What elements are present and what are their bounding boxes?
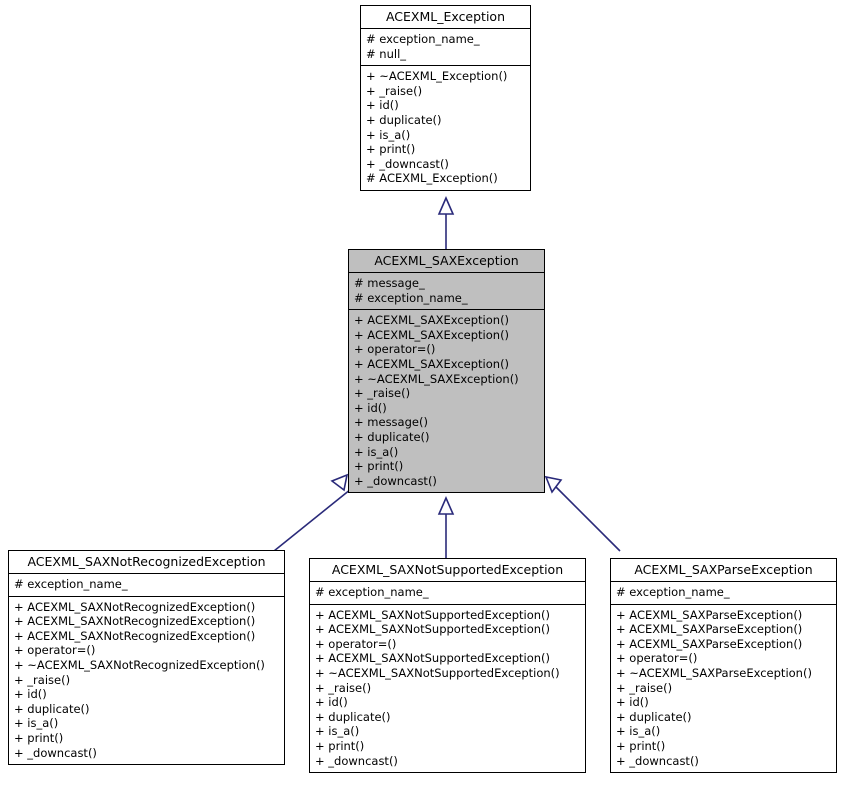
class-operation: + is_a() <box>14 716 59 731</box>
class-divider <box>361 28 530 29</box>
class-box-acexml-saxparseexception[interactable]: ACEXML_SAXParseException # exception_nam… <box>610 558 837 774</box>
class-operation: + print() <box>354 459 404 474</box>
class-operation: + ~ACEXML_SAXException() <box>354 371 519 386</box>
class-operation: + ACEXML_SAXNotSupportedException() <box>315 607 551 622</box>
class-operation: + ACEXML_SAXNotSupportedException() <box>315 622 551 637</box>
class-operation: + is_a() <box>366 127 411 142</box>
class-operation: + ACEXML_SAXParseException() <box>616 607 803 622</box>
class-operation: + ACEXML_SAXNotRecognizedException() <box>14 599 256 614</box>
class-operation: + ACEXML_SAXNotRecognizedException() <box>14 614 256 629</box>
class-operation: + message() <box>354 415 428 430</box>
class-operation: + ~ACEXML_SAXNotRecognizedException() <box>14 657 265 672</box>
class-operation: + ACEXML_SAXException() <box>354 313 510 328</box>
class-operation: + _raise() <box>354 386 411 401</box>
class-operation: + _downcast() <box>315 753 398 768</box>
generalization-saxexception-to-exception <box>437 196 455 249</box>
class-divider <box>349 309 544 311</box>
generalization-saxnotsupported-to-saxexception <box>437 496 455 558</box>
class-attributes: # exception_name_ # null_ <box>361 29 530 65</box>
class-divider <box>611 581 836 582</box>
class-divider <box>310 603 585 605</box>
generalization-saxnotrecognized-to-saxexception <box>273 473 357 552</box>
class-divider <box>611 603 836 605</box>
class-attributes: # exception_name_ <box>9 574 284 596</box>
class-divider <box>9 573 284 574</box>
class-operation: + is_a() <box>616 724 661 739</box>
class-divider <box>349 272 544 273</box>
class-operation: + id() <box>315 695 348 710</box>
class-attributes: # exception_name_ <box>310 582 585 604</box>
class-operation: + id() <box>354 400 387 415</box>
class-operation: + _downcast() <box>14 745 97 760</box>
class-operation: + ACEXML_SAXNotSupportedException() <box>315 651 551 666</box>
class-operation: + duplicate() <box>354 429 430 444</box>
class-attribute: # exception_name_ <box>366 32 480 46</box>
class-operations: + ACEXML_SAXNotSupportedException() + AC… <box>310 605 585 773</box>
class-operation: + operator=() <box>14 643 96 658</box>
class-operation: + _raise() <box>366 83 423 98</box>
class-divider <box>310 581 585 582</box>
class-operations: + ACEXML_SAXParseException() + ACEXML_SA… <box>611 605 836 773</box>
class-operation: + ACEXML_SAXParseException() <box>616 622 803 637</box>
class-operation: + _raise() <box>616 680 673 695</box>
class-divider <box>361 65 530 67</box>
class-operations: + ACEXML_SAXNotRecognizedException() + A… <box>9 597 284 765</box>
class-operation: + print() <box>315 738 365 753</box>
class-attribute: # message_ <box>354 276 425 290</box>
class-operation: + duplicate() <box>616 709 692 724</box>
class-box-acexml-saxnotrecognizedexception[interactable]: ACEXML_SAXNotRecognizedException # excep… <box>8 550 285 766</box>
class-attributes: # message_ # exception_name_ <box>349 273 544 309</box>
class-operations: + ~ACEXML_Exception() + _raise() + id() … <box>361 66 530 190</box>
class-attribute: # null_ <box>366 46 407 61</box>
class-operation: + print() <box>616 738 666 753</box>
class-operation: + ~ACEXML_SAXNotSupportedException() <box>315 665 560 680</box>
class-attribute: # exception_name_ <box>14 577 128 591</box>
class-operation: + print() <box>366 142 416 157</box>
class-operation: + duplicate() <box>315 709 391 724</box>
class-divider <box>9 595 284 597</box>
class-title: ACEXML_SAXException <box>374 253 519 268</box>
class-operation: # ACEXML_Exception() <box>366 171 498 186</box>
class-operation: + ACEXML_SAXException() <box>354 327 510 342</box>
class-operation: + ACEXML_SAXException() <box>354 356 510 371</box>
class-operation: + _downcast() <box>366 156 449 171</box>
class-operations: + ACEXML_SAXException() + ACEXML_SAXExce… <box>349 310 544 492</box>
class-operation: + ACEXML_SAXNotRecognizedException() <box>14 628 256 643</box>
class-operation: + ~ACEXML_Exception() <box>366 69 508 84</box>
class-title: ACEXML_SAXParseException <box>634 562 813 577</box>
class-attribute: # exception_name_ <box>315 585 429 599</box>
class-box-acexml-saxexception[interactable]: ACEXML_SAXException # message_ # excepti… <box>348 249 545 494</box>
class-operation: + print() <box>14 730 64 745</box>
class-operation: + id() <box>616 695 649 710</box>
class-operation: + ACEXML_SAXParseException() <box>616 636 803 651</box>
class-operation: + _downcast() <box>354 473 437 488</box>
class-operation: + operator=() <box>315 636 397 651</box>
class-operation: + id() <box>14 687 47 702</box>
class-title: ACEXML_SAXNotRecognizedException <box>27 554 266 569</box>
class-operation: + duplicate() <box>14 701 90 716</box>
class-box-acexml-exception[interactable]: ACEXML_Exception # exception_name_ # nul… <box>360 5 531 191</box>
class-operation: + operator=() <box>616 651 698 666</box>
class-operation: + is_a() <box>354 444 399 459</box>
class-operation: + duplicate() <box>366 112 442 127</box>
class-attribute: # exception_name_ <box>354 290 468 305</box>
class-box-acexml-saxnotsupportedexception[interactable]: ACEXML_SAXNotSupportedException # except… <box>309 558 586 774</box>
class-operation: + _raise() <box>14 672 71 687</box>
class-operation: + _downcast() <box>616 753 699 768</box>
class-attribute: # exception_name_ <box>616 585 730 599</box>
class-operation: + ~ACEXML_SAXParseException() <box>616 665 812 680</box>
class-operation: + is_a() <box>315 724 360 739</box>
class-operation: + operator=() <box>354 342 436 357</box>
generalization-saxparse-to-saxexception <box>544 475 621 552</box>
class-title: ACEXML_SAXNotSupportedException <box>331 562 564 577</box>
class-operation: + id() <box>366 98 399 113</box>
class-title: ACEXML_Exception <box>385 9 506 24</box>
class-attributes: # exception_name_ <box>611 582 836 604</box>
class-operation: + _raise() <box>315 680 372 695</box>
